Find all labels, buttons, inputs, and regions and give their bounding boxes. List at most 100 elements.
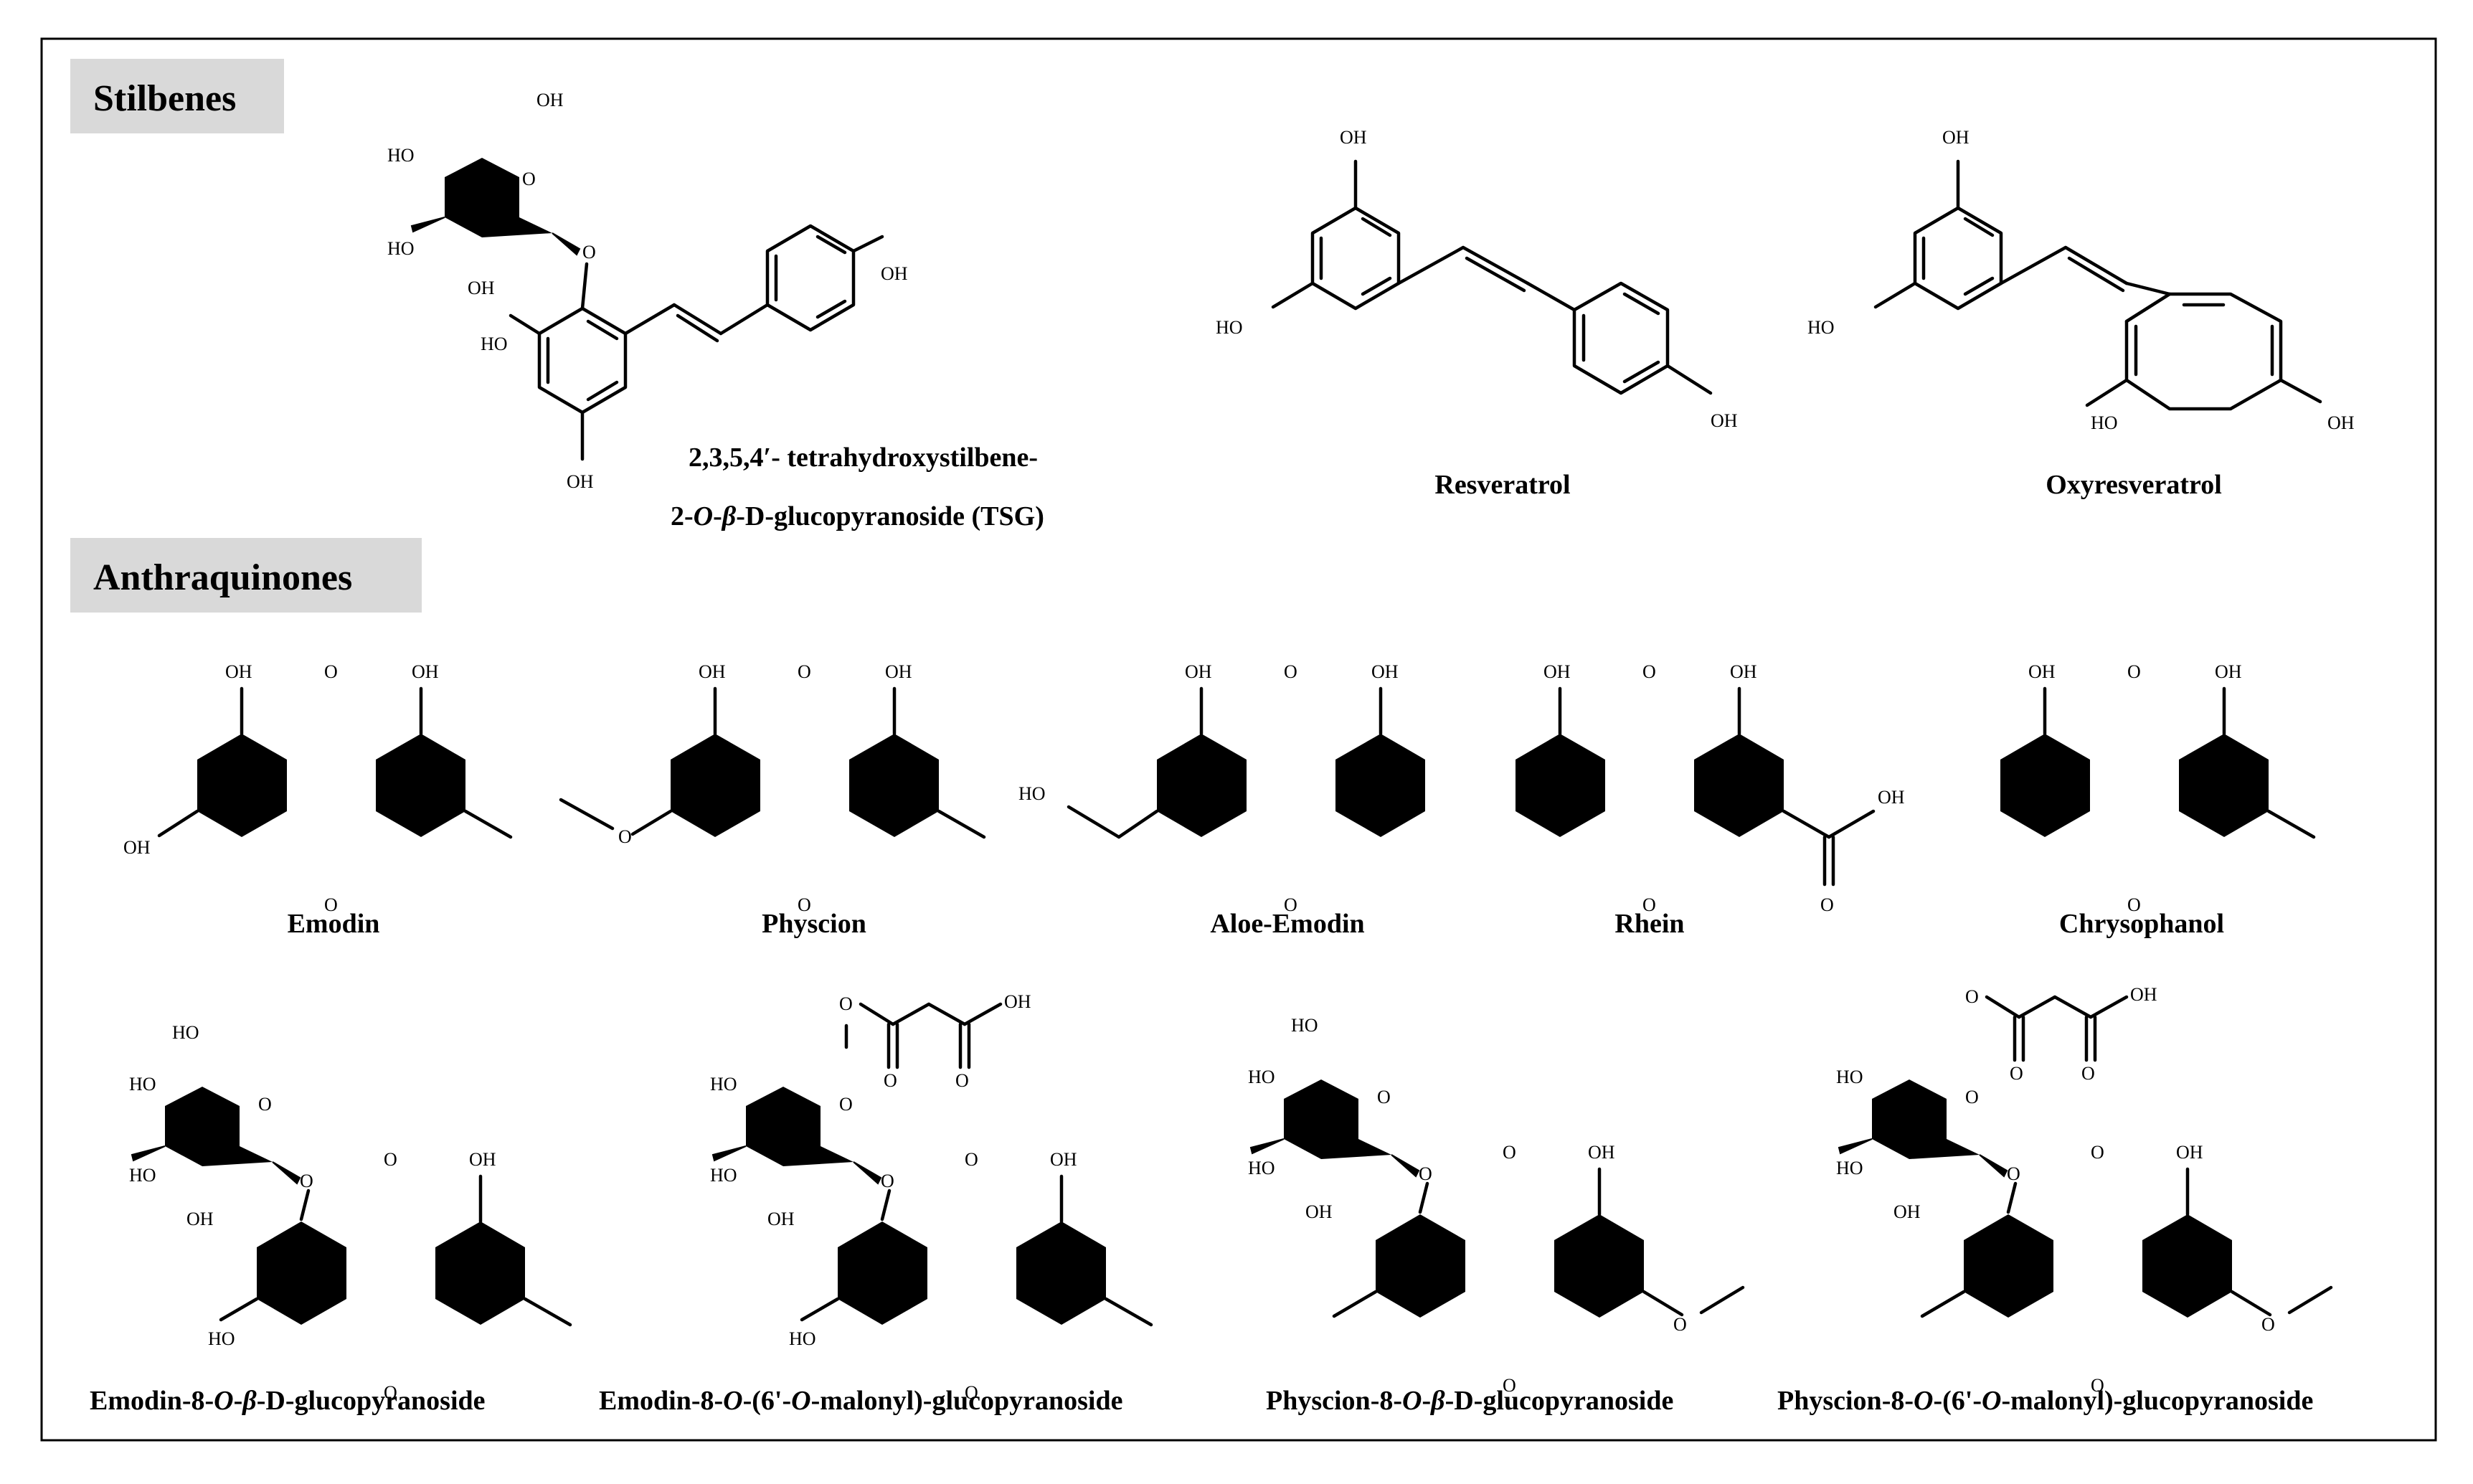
svg-text:OH: OH (1185, 661, 1212, 682)
svg-text:HO: HO (1248, 1067, 1275, 1087)
section-label-stilbenes: Stilbenes (93, 78, 236, 119)
svg-text:O: O (1965, 1087, 1979, 1107)
svg-text:HO: HO (1836, 1158, 1863, 1178)
svg-text:O: O (384, 1149, 397, 1170)
svg-text:OH: OH (1050, 1149, 1077, 1170)
svg-text:O: O (1419, 1163, 1432, 1184)
svg-text:O: O (2127, 661, 2141, 682)
svg-text:O: O (881, 1171, 894, 1191)
svg-text:OH: OH (2327, 412, 2355, 433)
svg-text:OH: OH (1730, 661, 1757, 682)
svg-text:HO: HO (1248, 1158, 1275, 1178)
svg-text:O: O (955, 1070, 969, 1091)
structure-emodin-8-glucoside: HO HO HO OH O O O O OH HO (129, 1022, 572, 1403)
structure-physcion-8-malonylglucoside: O O OH O HO HO OH O O O O OH O (1836, 984, 2333, 1396)
svg-text:O: O (1642, 661, 1656, 682)
svg-text:O: O (1965, 986, 1979, 1007)
svg-text:OH: OH (1588, 1142, 1615, 1163)
svg-text:OH: OH (468, 278, 495, 298)
svg-text:O: O (618, 826, 632, 847)
compound-name-emodin-8-glucoside: Emodin-8-O-β-D-glucopyranoside (90, 1386, 486, 1416)
section-stilbenes: Stilbenes (70, 59, 284, 133)
structure-rhein: O O OH OH OH O (1516, 661, 1905, 915)
svg-text:OH: OH (1711, 410, 1738, 431)
compound-name-physcion-8-glucoside: Physcion-8-O-β-D-glucopyranoside (1266, 1386, 1673, 1416)
svg-text:HO: HO (1836, 1067, 1863, 1087)
svg-text:OH: OH (881, 263, 908, 284)
svg-text:HO: HO (208, 1328, 235, 1349)
svg-text:O: O (2010, 1063, 2023, 1084)
svg-text:OH: OH (469, 1149, 496, 1170)
svg-text:OH: OH (885, 661, 912, 682)
structure-chrysophanol: O O OH OH (2000, 661, 2316, 915)
svg-text:OH: OH (1004, 991, 1031, 1012)
svg-text:HO: HO (1018, 783, 1046, 804)
compound-name-resveratrol: Resveratrol (1434, 470, 1570, 500)
compound-name-physcion: Physcion (762, 909, 866, 939)
section-anthraquinones: Anthraquinones (70, 538, 422, 613)
structure-physcion-8-glucoside: HO HO HO OH O O O O OH O (1248, 1015, 1745, 1396)
svg-text:O: O (258, 1094, 272, 1115)
svg-text:HO: HO (789, 1328, 816, 1349)
svg-text:OH: OH (1543, 661, 1571, 682)
figure-frame (40, 37, 2437, 1442)
svg-text:OH: OH (567, 471, 594, 492)
svg-text:O: O (2091, 1142, 2104, 1163)
svg-text:O: O (324, 661, 338, 682)
svg-text:O: O (2127, 894, 2141, 915)
svg-text:HO: HO (710, 1165, 737, 1186)
svg-text:O: O (522, 169, 536, 189)
svg-text:OH: OH (536, 90, 564, 110)
svg-text:HO: HO (2091, 412, 2118, 433)
svg-text:OH: OH (186, 1209, 214, 1229)
svg-text:O: O (582, 242, 596, 263)
svg-text:HO: HO (481, 334, 508, 354)
compound-name-chrysophanol: Chrysophanol (2059, 909, 2224, 939)
svg-text:OH: OH (1893, 1201, 1921, 1222)
svg-text:O: O (2261, 1314, 2275, 1335)
svg-text:O: O (1503, 1375, 1516, 1396)
svg-text:OH: OH (2028, 661, 2056, 682)
structure-emodin-8-malonylglucoside: O O OH O HO HO OH O O O O OH HO (710, 991, 1153, 1403)
svg-text:OH: OH (412, 661, 439, 682)
svg-text:OH: OH (767, 1209, 795, 1229)
structure-oxyresveratrol: OH HO HO OH (1807, 127, 2355, 433)
svg-text:O: O (798, 894, 811, 915)
svg-text:O: O (2091, 1375, 2104, 1396)
svg-text:OH: OH (225, 661, 252, 682)
svg-text:O: O (1284, 894, 1297, 915)
compound-name-emodin-8-malonylglucoside: Emodin-8-O-(6'-O-malonyl)-glucopyranosid… (599, 1386, 1122, 1416)
structure-aloe-emodin: O O OH OH HO (1018, 661, 1425, 915)
svg-text:O: O (1377, 1087, 1391, 1107)
svg-text:OH: OH (699, 661, 726, 682)
svg-text:HO: HO (172, 1022, 199, 1043)
svg-text:HO: HO (129, 1074, 156, 1095)
svg-text:O: O (1284, 661, 1297, 682)
svg-text:HO: HO (710, 1074, 737, 1095)
svg-text:OH: OH (1340, 127, 1367, 148)
svg-text:OH: OH (2176, 1142, 2203, 1163)
structure-physcion: O O OH OH O (559, 661, 986, 915)
svg-text:OH: OH (123, 837, 151, 858)
svg-text:O: O (1820, 894, 1834, 915)
svg-text:OH: OH (2215, 661, 2242, 682)
svg-text:O: O (1673, 1314, 1687, 1335)
svg-text:O: O (1503, 1142, 1516, 1163)
compound-name-tsg-line2: 2-O-β-D-glucopyranoside (TSG) (671, 501, 1044, 531)
svg-text:O: O (965, 1382, 978, 1403)
structure-emodin: O O OH OH OH (123, 661, 513, 915)
svg-text:OH: OH (1878, 787, 1905, 808)
svg-text:HO: HO (1291, 1015, 1318, 1036)
svg-text:O: O (884, 1070, 897, 1091)
svg-text:OH: OH (1371, 661, 1399, 682)
compound-name-physcion-8-malonylglucoside: Physcion-8-O-(6'-O-malonyl)-glucopyranos… (1777, 1386, 2313, 1416)
structure-tsg: HO HO OH OH O O HO OH OH (387, 90, 908, 492)
svg-text:O: O (2007, 1163, 2020, 1184)
svg-text:OH: OH (2130, 984, 2157, 1005)
svg-text:HO: HO (1807, 317, 1835, 338)
compound-name-aloe-emodin: Aloe-Emodin (1210, 909, 1364, 939)
svg-text:OH: OH (1942, 127, 1970, 148)
compound-name-rhein: Rhein (1614, 909, 1684, 939)
svg-text:HO: HO (129, 1165, 156, 1186)
